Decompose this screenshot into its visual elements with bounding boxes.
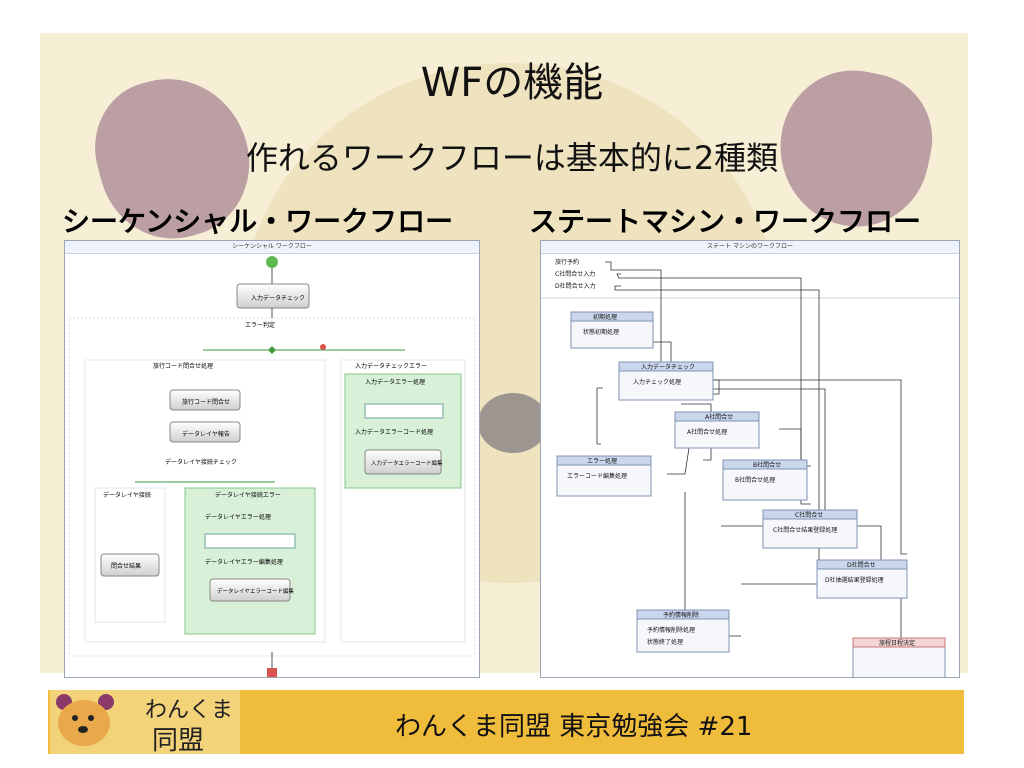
state-input-check-title: 入力データチェック [641, 363, 695, 371]
event-d-input: D社問合せ入力 [555, 282, 596, 290]
sequential-diagram: 入力データチェック エラー判定 旅行コード問合せ処理 旅行コード問合せ データレ… [68, 256, 476, 677]
state-b-query-item: B社問合せ処理 [735, 476, 775, 484]
activity-travel-query [169, 389, 241, 411]
slide-subtitle: 作れるワークフローは基本的に2種類 [245, 139, 779, 177]
error-decision-label: エラー判定 [245, 321, 275, 329]
state-reservation-delete-item2: 状態終了処理 [647, 638, 683, 646]
end-icon [267, 668, 277, 677]
err-code-edit-label: 入力データエラーコード編集 [371, 459, 443, 467]
activity-query-result [100, 553, 160, 577]
state-machine-label: ステートマシン・ワークフロー [529, 205, 922, 238]
data-layer-check-label: データレイヤ接続チェック [165, 458, 237, 466]
state-a-query-item: A社問合せ処理 [687, 428, 727, 436]
state-itinerary-decision-title: 旅程日程決定 [879, 639, 915, 647]
slide-title: WFの機能 [420, 60, 604, 106]
state-initial-item: 状態初期処理 [583, 328, 619, 336]
branch-travel-code-label: 旅行コード問合せ処理 [153, 362, 213, 370]
logo-line1: わんくま [145, 698, 234, 723]
activity-travel-query-label: 旅行コード問合せ [182, 398, 230, 406]
dl-error-label: データレイヤ接続エラー [215, 491, 281, 499]
state-a-query-title: A社問合せ [705, 413, 733, 421]
event-c-input: C社問合せ入力 [555, 270, 595, 278]
activity-input-check-label: 入力データチェック [251, 294, 305, 302]
err-code-handler-label: 入力データエラーコード処理 [355, 428, 433, 436]
state-machine-diagram: 旅行予約 C社問合せ入力 D社問合せ入力 初期処理 [541, 258, 959, 677]
branch-input-error-label: 入力データチェックエラー [355, 362, 427, 370]
state-machine-workflow-screenshot: ステート マシンのワークフロー 旅行予約 C社問合せ入力 D社問合せ入力 [540, 240, 960, 678]
sequential-label: シーケンシャル・ワークフロー [62, 205, 454, 238]
state-reservation-delete-title: 予約情報削除 [663, 611, 699, 619]
state-b-query-title: B社問合せ [753, 461, 781, 469]
state-machine-header: ステート マシンのワークフロー [541, 241, 959, 254]
state-error-title: エラー処理 [587, 457, 617, 465]
activity-data-layer-report [169, 421, 241, 443]
state-initial-title: 初期処理 [593, 313, 617, 321]
dl-err-code-edit-label: データレイヤエラーコード編集 [217, 587, 294, 595]
branch-travel-code [84, 359, 326, 643]
state-d-query-title: D社問合せ [847, 561, 876, 569]
state-d-query-item: D社抽選結果登録処理 [825, 576, 884, 584]
bear-nose-decoration [478, 393, 548, 453]
dl-connect-label: データレイヤ接続 [103, 491, 151, 499]
bear-icon [58, 700, 110, 746]
state-input-check-item: 入力チェック処理 [633, 378, 681, 386]
wankuma-logo: わんくま 同盟 [50, 690, 240, 756]
branch-dl-error [184, 487, 316, 635]
state-reservation-delete-item: 予約情報削除処理 [647, 626, 695, 634]
activity-query-result-label: 問合せ結果 [111, 562, 141, 570]
state-c-query-title: C社問合せ [795, 511, 823, 519]
err-handler-label: 入力データエラー処理 [365, 378, 425, 386]
logo-line2: 同盟 [152, 726, 205, 756]
start-icon [266, 256, 278, 268]
sequential-workflow-screenshot: シーケンシャル ワークフロー 入力データチェック エラー判定 旅行コード問合せ処… [64, 240, 480, 678]
dl-err-handler-label: データレイヤエラー処理 [205, 513, 271, 521]
activity-input-check [236, 283, 310, 309]
footer-text: わんくま同盟 東京勉強会 #21 [395, 712, 753, 742]
dl-err-edit-handler-label: データレイヤエラー編集処理 [205, 558, 283, 566]
state-error-item: エラーコード編集処理 [567, 472, 627, 480]
event-travel-reservation: 旅行予約 [555, 258, 579, 266]
state-c-query-item: C社問合せ結果登録処理 [773, 526, 837, 534]
sequential-header: シーケンシャル ワークフロー [65, 241, 479, 254]
activity-data-layer-report-label: データレイヤ報告 [182, 430, 230, 438]
branch-dl-connect [94, 487, 166, 623]
